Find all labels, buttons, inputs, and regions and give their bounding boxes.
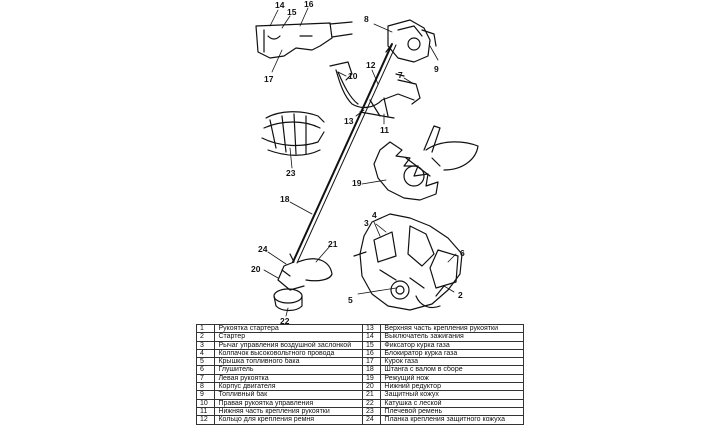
callout-18: 18 [280, 194, 290, 204]
callout-22: 22 [280, 316, 290, 326]
legend-right-label: Блокиратор курка газа [380, 348, 524, 359]
handlebar-drawing [329, 61, 421, 119]
cutting-head-drawing [273, 253, 333, 312]
callout-14: 14 [275, 0, 285, 10]
legend-right-number: 21 [361, 390, 382, 400]
legend-left-number: 5 [195, 357, 216, 367]
legend-right-label: Защитный кожух [380, 390, 524, 400]
legend-right-label: Верхняя часть крепления рукоятки [380, 323, 524, 334]
callout-24: 24 [258, 244, 268, 254]
legend-right-number: 13 [361, 323, 382, 334]
legend-left-number: 10 [195, 398, 216, 408]
legend-right-label: Нижний редуктор [380, 382, 524, 392]
legend-right-number: 18 [361, 365, 382, 375]
legend-left-label: Левая рукоятка [214, 373, 363, 384]
legend-right-label: Плечевой ремень [380, 406, 524, 417]
legend-left-number: 8 [195, 382, 216, 392]
callout-numbers: 14 15 16 17 8 9 10 12 7 13 11 23 19 18 2… [251, 0, 465, 326]
legend-left-number: 9 [195, 390, 216, 400]
legend-left-label: Топливный бак [214, 390, 363, 400]
legend-right-number: 22 [361, 398, 382, 408]
legend-left-label: Кольцо для крепления ремня [214, 415, 363, 425]
callout-21: 21 [328, 239, 338, 249]
callout-2: 2 [458, 290, 463, 300]
callout-7: 7 [398, 70, 403, 80]
callout-6: 6 [460, 248, 465, 258]
callout-13: 13 [344, 116, 354, 126]
legend-left-number: 11 [195, 406, 216, 417]
legend-left-label: Правая рукоятка управления [214, 398, 363, 408]
callout-17: 17 [264, 74, 274, 84]
legend-right-number: 24 [361, 415, 382, 425]
legend-left-label: Колпачок высоковольтного провода [214, 348, 363, 359]
legend-left-number: 6 [195, 365, 216, 375]
legend-right-number: 16 [361, 348, 382, 359]
callout-5: 5 [348, 295, 353, 305]
legend-right-label: Планка крепления защитного кожуха [380, 415, 524, 425]
callout-11: 11 [380, 125, 389, 135]
throttle-handle-drawing [255, 21, 353, 59]
callout-10: 10 [348, 71, 358, 81]
callout-8: 8 [364, 14, 369, 24]
legend-right-number: 19 [361, 373, 382, 384]
callout-9: 9 [434, 64, 439, 74]
legend-right-number: 17 [361, 357, 382, 367]
legend-left-label: Рычаг управления воздушной заслонкой [214, 340, 363, 350]
legend-left-number: 3 [195, 340, 216, 350]
callout-20: 20 [251, 264, 261, 274]
cutting-blade-drawing [373, 125, 479, 201]
callout-16: 16 [304, 0, 314, 9]
callout-12: 12 [366, 60, 376, 70]
callout-3: 3 [364, 218, 369, 228]
legend-right-label: Штанга с валом в сборе [380, 365, 524, 375]
callout-19: 19 [352, 178, 362, 188]
legend-left-label: Стартер [214, 332, 363, 342]
legend-right-number: 23 [361, 406, 382, 417]
legend-left-label: Крышка топливного бака [214, 357, 363, 367]
legend-left-number: 1 [195, 323, 216, 334]
legend-right-label: Фиксатор курка газа [380, 340, 524, 350]
legend-right-label: Катушка с леской [380, 398, 524, 408]
drive-shaft-drawing [292, 43, 397, 264]
legend-right-number: 15 [361, 340, 382, 350]
leader-lines [263, 7, 457, 317]
legend-left-label: Рукоятка стартера [214, 323, 363, 334]
callout-15: 15 [287, 7, 297, 17]
legend-left-label: Глушитель [214, 365, 363, 375]
legend-left-number: 12 [195, 415, 216, 425]
callout-23: 23 [286, 168, 296, 178]
engine-detail-drawing [353, 213, 463, 311]
legend-right-label: Выключатель зажигания [380, 332, 524, 342]
legend-left-number: 7 [195, 373, 216, 384]
legend-left-label: Нижняя часть крепления рукоятки [214, 406, 363, 417]
legend-right-number: 20 [361, 382, 382, 392]
shoulder-strap-drawing [261, 111, 325, 156]
legend-right-label: Режущий нож [380, 373, 524, 384]
legend-left-number: 2 [195, 332, 216, 342]
legend-left-number: 4 [195, 348, 216, 359]
legend-right-label: Курок газа [380, 357, 524, 367]
engine-top-drawing [385, 19, 437, 63]
legend-right-number: 14 [361, 332, 382, 342]
callout-4: 4 [372, 210, 377, 220]
legend-left-label: Корпус двигателя [214, 382, 363, 392]
